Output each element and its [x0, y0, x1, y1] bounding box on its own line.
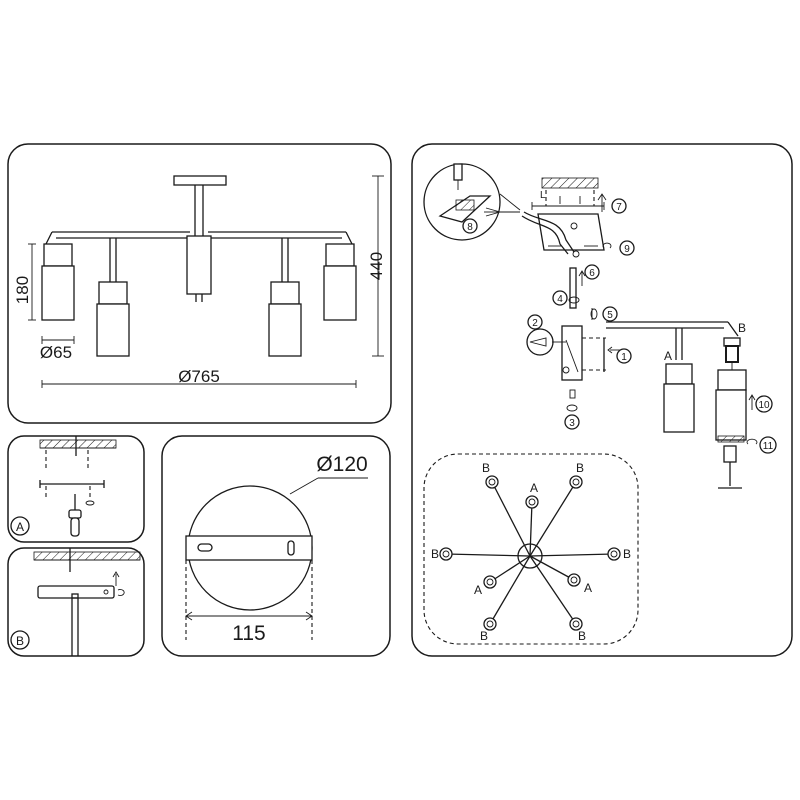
dimension-panel: 440 180 Ø65 Ø765: [7, 143, 392, 424]
layout-label-mid-left: B: [431, 547, 439, 561]
dim-shade-diameter: Ø65: [40, 343, 72, 362]
dim-height-shade: 180: [13, 276, 32, 304]
step-7: 7: [616, 202, 622, 213]
canopy-panel: Ø120 115: [161, 435, 391, 657]
step-10: 10: [758, 400, 770, 411]
shade-label-a: A: [664, 349, 672, 363]
layout-label-lower-left: A: [474, 583, 482, 597]
step-a-label: A: [16, 520, 24, 534]
layout-label-top-right: B: [576, 461, 584, 475]
layout-label-top-left: B: [482, 461, 490, 475]
step-4: 4: [557, 294, 563, 305]
step-2: 2: [532, 318, 538, 329]
dim-height-total: 440: [367, 252, 386, 280]
step-1: 1: [621, 352, 627, 363]
layout-label-top-center: A: [530, 481, 538, 495]
layout-label-mid-right: B: [623, 547, 631, 561]
layout-label-bottom-right: B: [578, 629, 586, 643]
step-8: 8: [467, 222, 473, 233]
dim-overall-diameter: Ø765: [178, 367, 220, 386]
step-11: 11: [763, 441, 774, 452]
layout-label-lower-right: A: [584, 581, 592, 595]
step-5: 5: [607, 310, 613, 321]
layout-label-bottom-left: B: [480, 629, 488, 643]
assembly-panel: 8 L 7 9 6 4: [411, 143, 793, 657]
step-b-label: B: [16, 634, 24, 648]
arm-layout: [439, 475, 621, 631]
panel-b: B: [7, 547, 145, 657]
step-6: 6: [589, 268, 595, 279]
step-9: 9: [624, 244, 630, 255]
dim-canopy-diameter: Ø120: [316, 453, 367, 476]
panel-a: A: [7, 435, 145, 543]
step-3: 3: [569, 418, 575, 429]
step-l-marker: L: [540, 190, 546, 201]
shade-label-b: B: [738, 321, 746, 335]
dim-mount-spacing: 115: [232, 622, 265, 645]
